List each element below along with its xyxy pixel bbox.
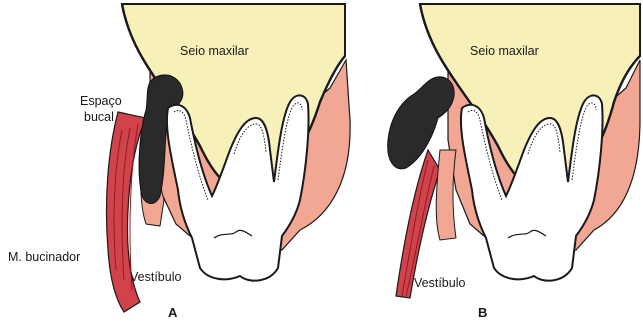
panel-b-sinus-label: Seio maxilar [470,44,539,58]
panel-a-letter: A [168,305,177,320]
panel-a-buccal-space-label-line2: bucal [84,110,114,124]
panel-b-vestibule-label: Vestíbulo [414,276,465,290]
panel-a-vestibule-label: Vestíbulo [130,270,181,284]
panel-b-letter: B [478,305,487,320]
panel-a-buccinator-label: M. bucinador [8,250,80,264]
panel-a-buccal-space-label-line1: Espaço [80,94,122,108]
panel-a-sinus-label: Seio maxilar [180,44,249,58]
